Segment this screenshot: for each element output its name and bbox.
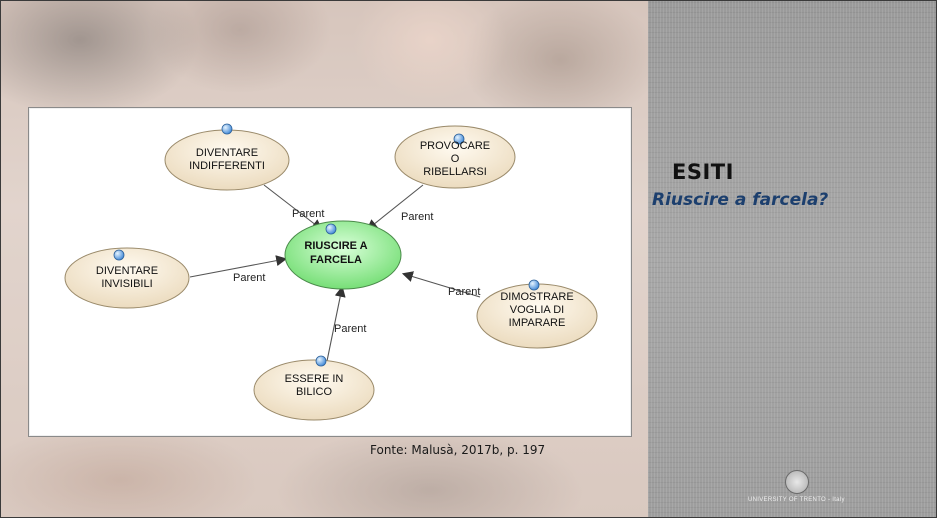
center-node-line1: RIUSCIRE A bbox=[304, 240, 367, 252]
slide-subtitle: Riuscire a farcela? bbox=[652, 190, 829, 210]
node-label-line1: DIVENTARE bbox=[196, 147, 258, 159]
right-panel bbox=[648, 0, 937, 518]
concept-map-svg: Parent Parent Parent Parent Parent RIUSC… bbox=[64, 123, 598, 421]
node-dimostrare-voglia-di-imparare[interactable]: DIMOSTRARE VOGLIA DI IMPARARE bbox=[476, 279, 598, 349]
node-label-line2: INDIFFERENTI bbox=[189, 160, 265, 172]
node-label-line2: INVISIBILI bbox=[101, 278, 152, 290]
university-label: UNIVERSITY OF TRENTO - Italy bbox=[748, 497, 845, 503]
node-label-line1: ESSERE IN bbox=[285, 373, 344, 385]
edge-label-invisibili: Parent bbox=[233, 272, 265, 284]
node-label-line1: DIMOSTRARE bbox=[500, 291, 573, 303]
university-seal-icon bbox=[785, 470, 809, 494]
source-caption: Fonte: Malusà, 2017b, p. 197 bbox=[370, 443, 546, 457]
edge-ribellarsi bbox=[366, 184, 424, 231]
concept-map: Parent Parent Parent Parent Parent RIUSC… bbox=[28, 107, 632, 437]
node-bullet-icon bbox=[315, 355, 327, 367]
node-label-line1: PROVOCARE bbox=[420, 140, 490, 152]
node-diventare-indifferenti[interactable]: DIVENTARE INDIFFERENTI bbox=[164, 123, 290, 191]
center-node-line2: FARCELA bbox=[310, 254, 362, 266]
node-diventare-invisibili[interactable]: DIVENTARE INVISIBILI bbox=[64, 247, 190, 309]
node-bullet-icon bbox=[528, 279, 540, 291]
node-bullet-icon bbox=[453, 133, 465, 145]
node-provocare-ribellarsi[interactable]: PROVOCARE O RIBELLARSI bbox=[394, 125, 516, 189]
edge-indifferenti bbox=[263, 184, 323, 231]
center-node[interactable]: RIUSCIRE A FARCELA bbox=[284, 220, 402, 290]
edge-label-ribellarsi: Parent bbox=[401, 211, 433, 223]
node-label-line2: O bbox=[451, 153, 460, 165]
node-label-line3: RIBELLARSI bbox=[423, 166, 487, 178]
node-label-line2: VOGLIA DI bbox=[510, 304, 564, 316]
edge-label-imparare: Parent bbox=[448, 286, 480, 298]
node-bullet-icon bbox=[325, 223, 337, 235]
edge-imparare bbox=[401, 271, 481, 298]
node-label-line2: BILICO bbox=[296, 386, 333, 398]
node-bullet-icon bbox=[221, 123, 233, 135]
edge-bilico bbox=[326, 285, 346, 362]
edge-label-indifferenti: Parent bbox=[292, 208, 324, 220]
node-essere-in-bilico[interactable]: ESSERE IN BILICO bbox=[253, 355, 375, 421]
node-label-line1: DIVENTARE bbox=[96, 265, 158, 277]
edge-invisibili bbox=[189, 255, 288, 278]
slide-title: ESITI bbox=[672, 160, 734, 184]
node-bullet-icon bbox=[113, 249, 125, 261]
edge-label-bilico: Parent bbox=[334, 323, 366, 335]
node-label-line3: IMPARARE bbox=[509, 317, 566, 329]
